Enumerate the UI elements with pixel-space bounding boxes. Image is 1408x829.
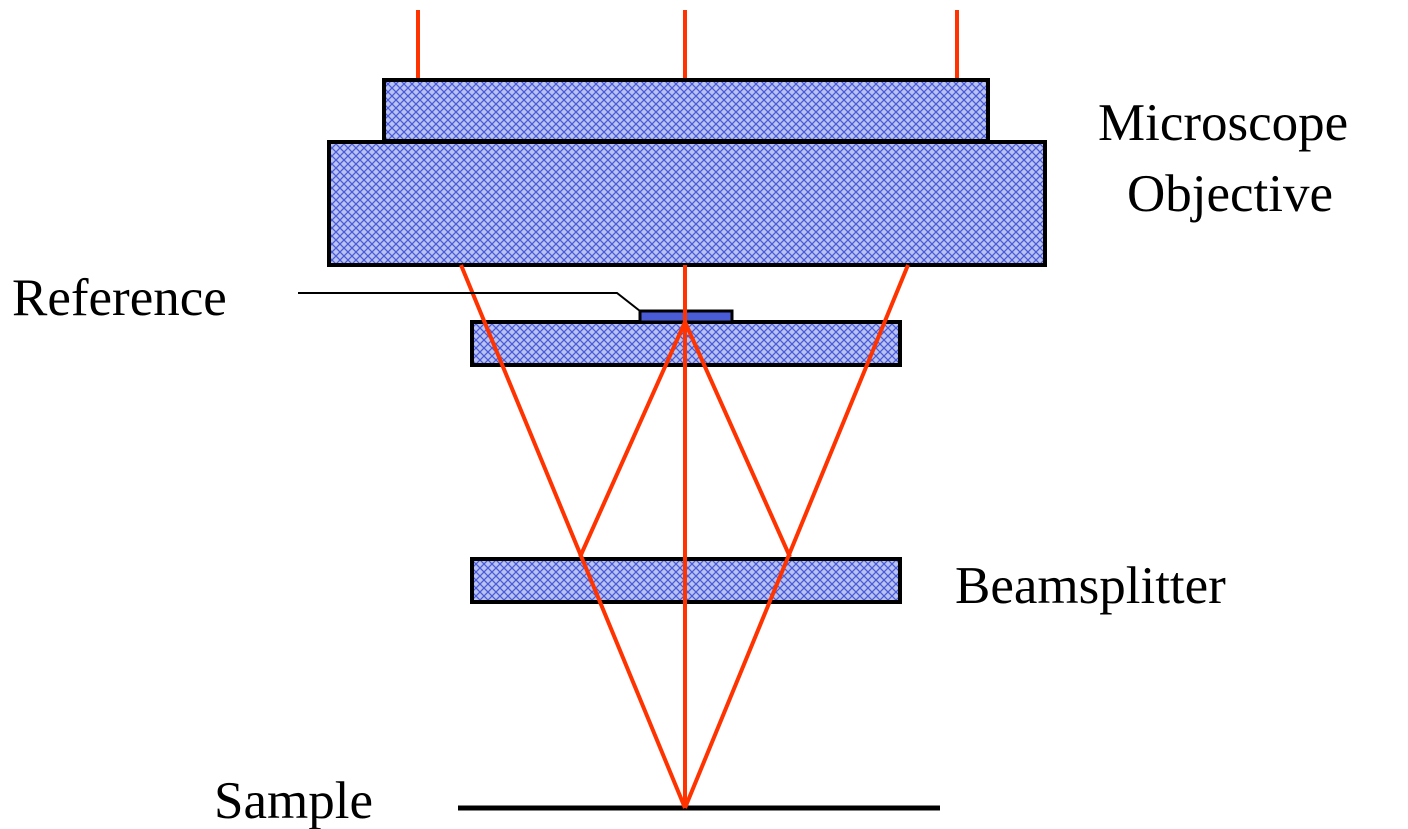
objective-bottom-block (327, 140, 1047, 267)
objective-label-line2: Objective (1127, 165, 1333, 223)
objective-label-line1: Microscope (1098, 94, 1348, 152)
beam-reference-right (683, 321, 792, 558)
beamsplitter-label: Beamsplitter (955, 557, 1226, 615)
reference-leader-line (298, 292, 641, 312)
beam-outer-left (459, 264, 687, 809)
beam-paths (459, 264, 910, 809)
microscope-objective (327, 78, 1047, 267)
beam-reference-left (578, 321, 687, 558)
reference-label: Reference (12, 269, 227, 327)
incoming-beams (416, 10, 959, 80)
objective-top-block (382, 78, 990, 143)
beam-outer-right (683, 264, 910, 809)
sample-label: Sample (214, 772, 373, 829)
